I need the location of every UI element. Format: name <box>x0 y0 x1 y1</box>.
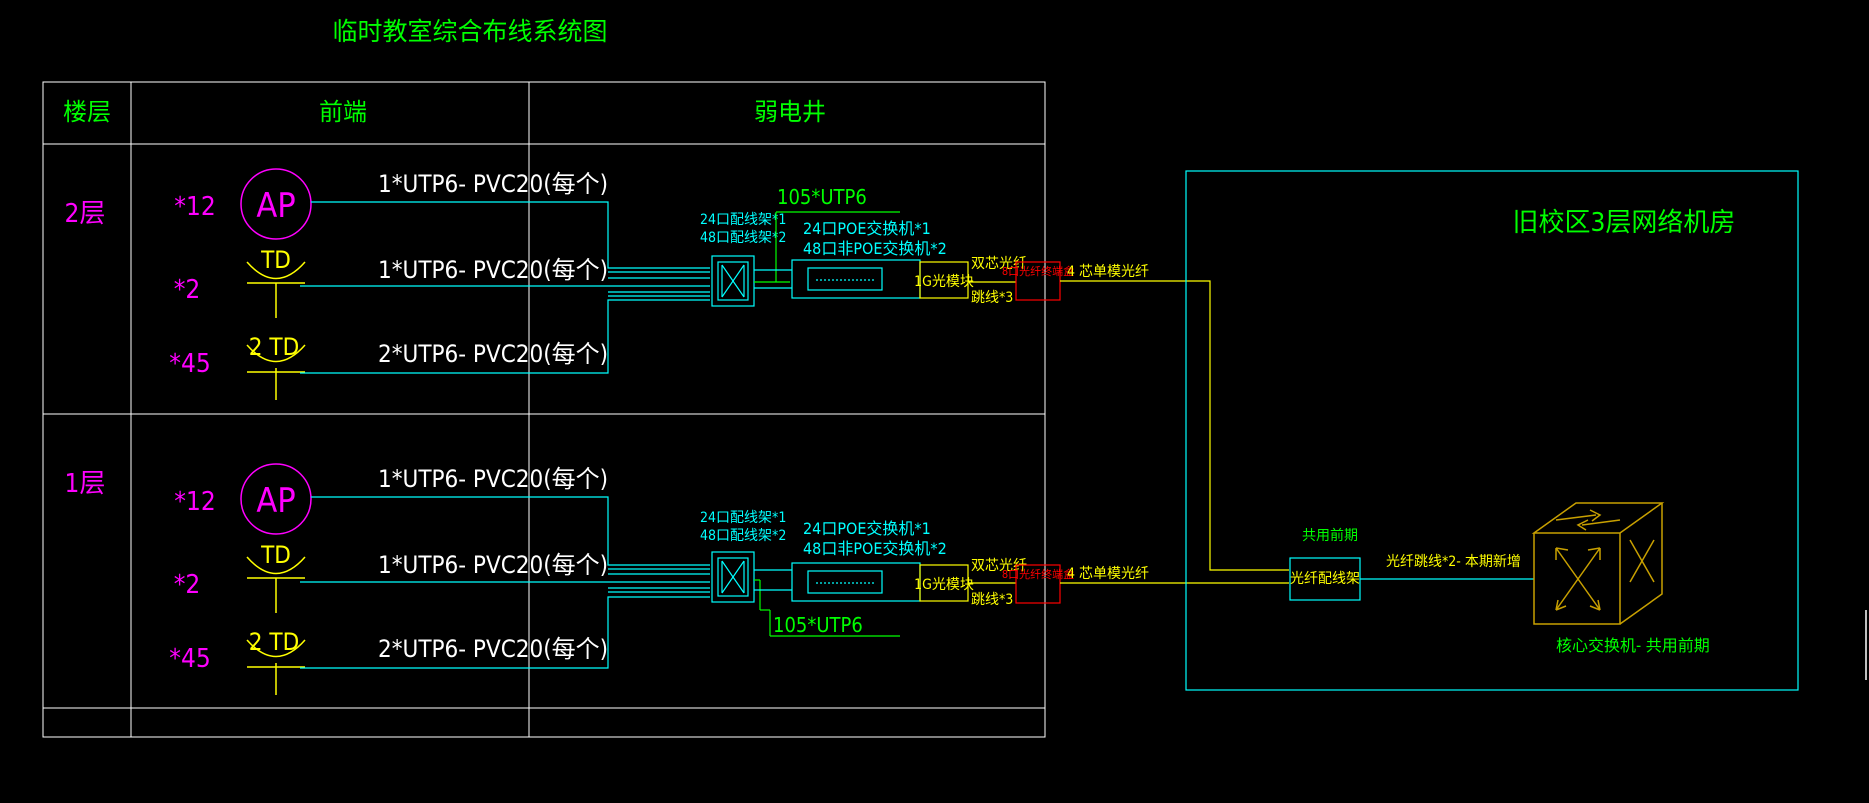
header-floor: 楼层 <box>63 98 111 126</box>
cable-label-td: 1*UTP6- PVC20(每个) <box>378 256 608 284</box>
td2-count: *45 <box>169 644 210 674</box>
data-outlet-icon <box>246 261 306 318</box>
access-point-icon <box>240 168 312 240</box>
shared-label: 共用前期 <box>1302 527 1358 544</box>
patch-panel-label-2: 48口配线架*2 <box>700 230 786 246</box>
cable-label-td2: 2*UTP6- PVC20(每个) <box>378 635 608 663</box>
table-grid <box>42 81 1046 738</box>
fiber-patch-label-1: 双芯光纤 <box>971 256 1027 272</box>
cable-label-ap: 1*UTP6- PVC20(每个) <box>378 465 608 493</box>
td2-symbol: 2 TD <box>249 333 299 361</box>
fiber-module-label: 1G光模块 <box>914 274 974 290</box>
network-room-frame <box>1185 170 1799 691</box>
fiber-distribution-frame-label: 光纤配线架 <box>1290 571 1360 587</box>
ap-count: *12 <box>174 192 215 222</box>
backbone-fiber-line <box>1060 280 1289 571</box>
core-switch-label: 核心交换机- 共用前期 <box>1556 636 1710 655</box>
switch-label-1: 24口POE交换机*1 <box>803 519 931 538</box>
network-room-title: 旧校区3层网络机房 <box>1513 208 1736 238</box>
patch-panel-icon <box>711 255 755 307</box>
floor-label: 2层 <box>65 199 106 229</box>
cable-label-td: 1*UTP6- PVC20(每个) <box>378 551 608 579</box>
patch-panel-label-1: 24口配线架*1 <box>700 510 786 526</box>
diagram-title: 临时教室综合布线系统图 <box>332 17 607 46</box>
floor-1-section: 1层 *12 *2 *45 AP TD 2 TD 1*UTP6- PVC20(每… <box>65 463 1289 695</box>
fiber-module-icon <box>919 261 969 299</box>
td-count: *2 <box>174 275 201 305</box>
floor-label: 1层 <box>65 469 106 499</box>
ap-count: *12 <box>174 487 215 517</box>
fiber-patch-label-2: 跳线*3 <box>971 592 1013 608</box>
td2-count: *45 <box>169 349 210 379</box>
td-symbol: TD <box>260 246 291 274</box>
td-symbol: TD <box>260 541 291 569</box>
backbone-fiber-label: 4 芯单模光纤 <box>1067 566 1149 582</box>
utp-trunk-label: 105*UTP6 <box>777 185 867 209</box>
utp-cable-runs <box>300 201 710 374</box>
switch-label-1: 24口POE交换机*1 <box>803 219 931 238</box>
utp-trunk-line <box>754 579 900 637</box>
utp-trunk-label: 105*UTP6 <box>773 613 863 637</box>
fiber-terminal-box-label: 8口光纤终端盒 <box>1002 567 1074 581</box>
floor-2-section: 2层 *12 *2 *45 AP TD 2 TD 1*UTP6- PVC20(每… <box>65 168 1289 571</box>
fiber-terminal-box-label: 8口光纤终端盒 <box>1002 264 1074 278</box>
cable-label-td2: 2*UTP6- PVC20(每个) <box>378 340 608 368</box>
core-switch-icon <box>1531 502 1665 625</box>
fiber-patch-label-2: 跳线*3 <box>971 290 1013 306</box>
switch-label-2: 48口非POE交换机*2 <box>803 539 947 558</box>
switch-label-2: 48口非POE交换机*2 <box>803 239 947 258</box>
patch-panel-label-1: 24口配线架*1 <box>700 212 786 228</box>
fiber-terminal-box-icon <box>1015 564 1061 604</box>
dual-outlet-icon <box>246 639 306 695</box>
fiber-module-label: 1G光模块 <box>914 577 974 593</box>
td-count: *2 <box>174 570 201 600</box>
utp-cable-runs <box>300 496 710 669</box>
patch-panel-label-2: 48口配线架*2 <box>700 528 786 544</box>
header-front: 前端 <box>319 98 367 126</box>
header-shaft: 弱电井 <box>754 98 826 126</box>
ap-symbol: AP <box>256 186 295 226</box>
patch-panel-icon <box>711 551 755 603</box>
fiber-jumper-label: 光纤跳线*2- 本期新增 <box>1386 554 1521 570</box>
td2-symbol: 2 TD <box>249 628 299 656</box>
network-switch-icon <box>754 259 921 299</box>
dual-outlet-icon <box>246 344 306 400</box>
ap-symbol: AP <box>256 481 295 521</box>
network-switch-icon <box>754 562 921 602</box>
network-room: 旧校区3层网络机房 共用前期 光纤配线架 光纤跳线*2- 本期新增 核心交换机-… <box>1185 170 1799 691</box>
backbone-fiber-label: 4 芯单模光纤 <box>1067 264 1149 280</box>
access-point-icon <box>240 463 312 535</box>
fiber-patch-label-1: 双芯光纤 <box>971 558 1027 574</box>
cable-label-ap: 1*UTP6- PVC20(每个) <box>378 170 608 198</box>
data-outlet-icon <box>246 556 306 613</box>
